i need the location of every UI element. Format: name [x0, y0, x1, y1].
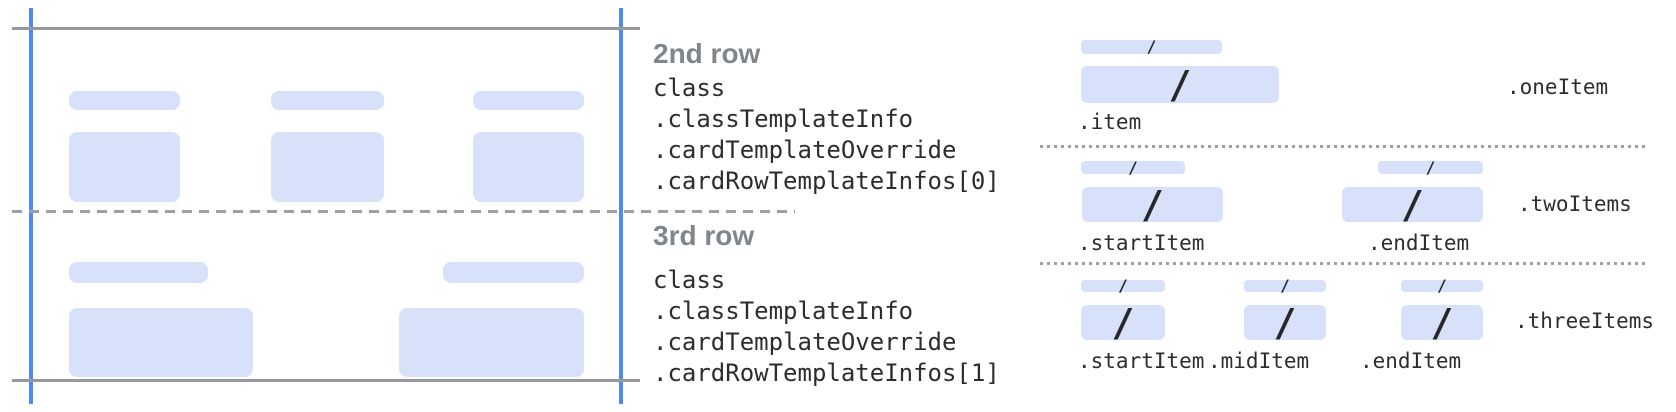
- one-item-heading-bar: /: [1081, 37, 1222, 56]
- code-line: class: [653, 74, 726, 102]
- slash-icon: /: [1430, 300, 1454, 345]
- three-items-end-field-label: .endItem: [1360, 349, 1462, 373]
- two-items-start-heading-bar: /: [1081, 157, 1185, 177]
- three-items-mid-field-label: .midItem: [1208, 349, 1310, 373]
- row3-item2-heading-bar: [443, 262, 584, 283]
- row2-heading: 2nd row: [653, 38, 761, 69]
- slash-icon: /: [1425, 157, 1436, 177]
- slash-icon: /: [1141, 182, 1164, 227]
- card-top-rule: [12, 27, 640, 30]
- two-items-end-heading-bar: /: [1378, 157, 1483, 177]
- slash-icon: /: [1401, 182, 1424, 227]
- one-item-variant-label: .oneItem: [1507, 75, 1609, 99]
- three-items-start-body-bar: /: [1081, 300, 1165, 345]
- card-bottom-rule: [12, 379, 640, 382]
- slash-icon: /: [1118, 276, 1128, 295]
- row2-item3-heading-bar: [473, 91, 584, 110]
- slash-icon: /: [1128, 157, 1138, 177]
- two-items-variant-label: .twoItems: [1518, 192, 1632, 216]
- slash-icon: /: [1280, 276, 1290, 295]
- card-left-edge-line: [29, 8, 33, 404]
- row-divider-dashed-line: [12, 210, 795, 213]
- row2-item1-body-bar: [69, 132, 180, 202]
- two-items-start-body-bar: /: [1082, 182, 1223, 227]
- row3-item2-body-bar: [399, 308, 584, 377]
- three-items-mid-heading-bar: /: [1244, 276, 1326, 295]
- three-items-variant-label: .threeItems: [1515, 309, 1655, 333]
- two-items-end-body-bar: /: [1342, 182, 1483, 227]
- slash-icon: /: [1273, 300, 1297, 345]
- row2-item3-body-bar: [473, 132, 584, 202]
- three-items-start-field-label: .startItem: [1078, 349, 1205, 373]
- slash-icon: /: [1146, 37, 1157, 56]
- row2-item2-body-bar: [271, 132, 384, 202]
- three-items-end-heading-bar: /: [1401, 276, 1483, 295]
- two-items-start-field-label: .startItem: [1078, 231, 1205, 255]
- three-items-end-body-bar: /: [1401, 300, 1483, 345]
- code-line: .classTemplateInfo: [653, 105, 914, 133]
- row2-item1-heading-bar: [69, 91, 180, 110]
- code-line: .cardTemplateOverride: [653, 136, 957, 164]
- slash-icon: /: [1437, 276, 1447, 295]
- one-item-field-label: .item: [1078, 110, 1142, 134]
- code-line: class: [653, 266, 726, 294]
- variant-divider-dotted-line: [1040, 262, 1645, 265]
- two-items-end-field-label: .endItem: [1368, 231, 1470, 255]
- slash-icon: /: [1168, 62, 1192, 107]
- card-right-edge-line: [619, 8, 623, 404]
- variant-divider-dotted-line: [1040, 145, 1645, 148]
- slash-icon: /: [1111, 300, 1135, 345]
- one-item-body-bar: /: [1081, 62, 1279, 107]
- row3-item1-heading-bar: [69, 262, 208, 283]
- row3-code-path: class .classTemplateInfo .cardTemplateOv…: [653, 265, 1000, 389]
- row3-item1-body-bar: [69, 308, 253, 377]
- code-line: .cardTemplateOverride: [653, 328, 957, 356]
- code-line: .cardRowTemplateInfos[1]: [653, 359, 1000, 387]
- three-items-mid-body-bar: /: [1244, 300, 1326, 345]
- three-items-start-heading-bar: /: [1081, 276, 1165, 295]
- row2-code-path: class .classTemplateInfo .cardTemplateOv…: [653, 73, 1000, 197]
- row2-item2-heading-bar: [271, 91, 384, 110]
- row3-heading: 3rd row: [653, 220, 755, 251]
- code-line: .classTemplateInfo: [653, 297, 914, 325]
- code-line: .cardRowTemplateInfos[0]: [653, 167, 1000, 195]
